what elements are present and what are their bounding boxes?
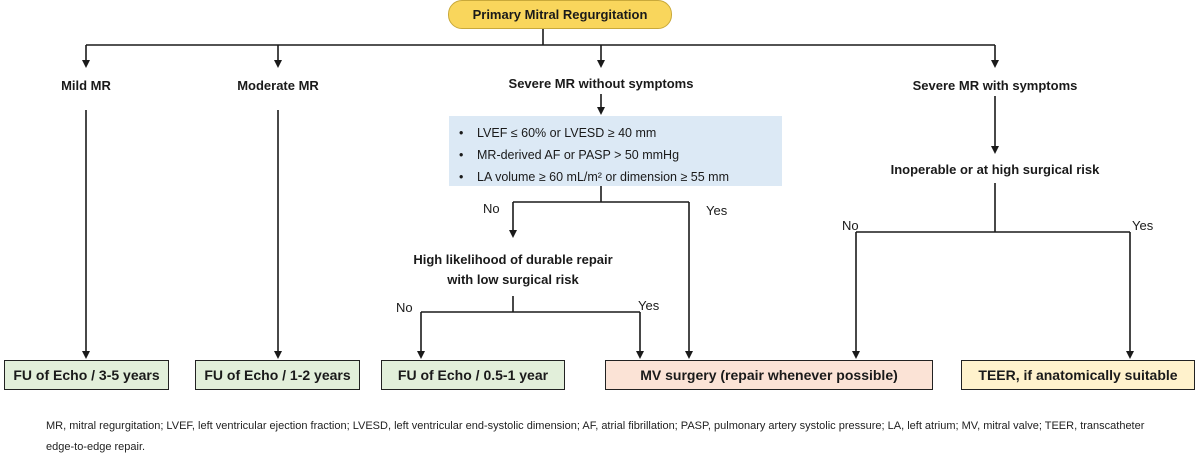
outcome-mv-surgery: MV surgery (repair whenever possible) (605, 360, 933, 390)
label-criteria-yes: Yes (706, 203, 728, 218)
criteria-text: LVEF ≤ 60% or LVESD ≥ 40 mm (477, 126, 657, 140)
criteria-list: • LVEF ≤ 60% or LVESD ≥ 40 mm • MR-deriv… (459, 122, 772, 188)
criteria-item: • LVEF ≤ 60% or LVESD ≥ 40 mm (459, 122, 772, 144)
outcome-fu-05-1-label: FU of Echo / 0.5-1 year (397, 367, 549, 383)
outcome-fu-3-5-years: FU of Echo / 3-5 years (4, 360, 169, 390)
decision-durable-repair-line1: High likelihood of durable repair (413, 252, 613, 267)
criteria-bullet: • (459, 170, 464, 184)
label-inoperable-yes: Yes (1132, 218, 1154, 233)
criteria-bullet: • (459, 126, 464, 140)
label-inoperable-no: No (842, 218, 859, 233)
decision-inoperable: Inoperable or at high surgical risk (890, 162, 1100, 177)
outcome-mv-surgery-label: MV surgery (repair whenever possible) (640, 367, 898, 383)
criteria-item: • MR-derived AF or PASP > 50 mmHg (459, 144, 772, 166)
category-mild: Mild MR (61, 78, 111, 93)
criteria-box: • LVEF ≤ 60% or LVESD ≥ 40 mm • MR-deriv… (449, 116, 782, 186)
outcome-fu-1-2-label: FU of Echo / 1-2 years (204, 367, 351, 383)
root-node: Primary Mitral Regurgitation (448, 0, 672, 29)
criteria-bullet: • (459, 148, 464, 162)
label-criteria-no: No (483, 201, 500, 216)
category-severe-symptoms: Severe MR with symptoms (912, 78, 1078, 93)
outcome-teer: TEER, if anatomically suitable (961, 360, 1195, 390)
criteria-text: MR-derived AF or PASP > 50 mmHg (477, 148, 680, 162)
label-repair-yes: Yes (638, 298, 660, 313)
label-repair-no: No (396, 300, 413, 315)
decision-durable-repair-line2: with low surgical risk (447, 272, 579, 287)
category-moderate: Moderate MR (237, 78, 319, 93)
root-label: Primary Mitral Regurgitation (472, 7, 648, 22)
outcome-fu-3-5-label: FU of Echo / 3-5 years (13, 367, 160, 383)
criteria-item: • LA volume ≥ 60 mL/m² or dimension ≥ 55… (459, 166, 772, 188)
criteria-text: LA volume ≥ 60 mL/m² or dimension ≥ 55 m… (477, 170, 730, 184)
outcome-teer-label: TEER, if anatomically suitable (978, 367, 1178, 383)
footnote-abbreviations: MR, mitral regurgitation; LVEF, left ven… (46, 420, 1145, 453)
category-severe-no-symptoms: Severe MR without symptoms (508, 76, 694, 91)
outcome-fu-05-1-year: FU of Echo / 0.5-1 year (381, 360, 565, 390)
outcome-fu-1-2-years: FU of Echo / 1-2 years (195, 360, 360, 390)
decision-durable-repair: High likelihood of durable repair with l… (403, 250, 623, 290)
